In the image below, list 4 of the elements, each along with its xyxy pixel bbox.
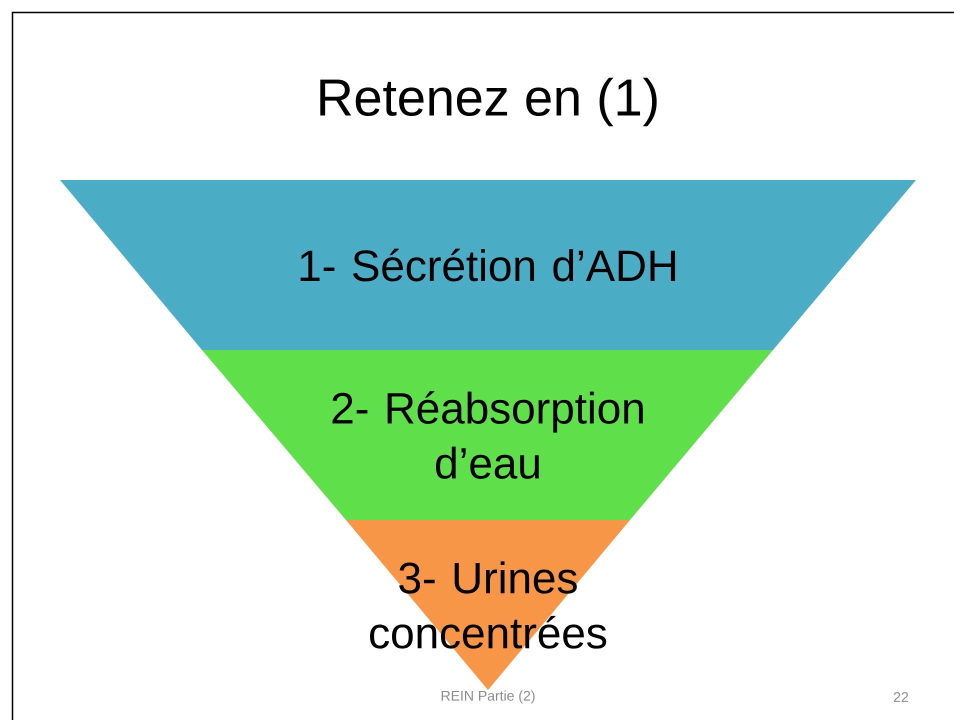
funnel-band: 2- Réabsorption d’eau (202, 350, 773, 520)
page-number: 22 (894, 692, 908, 702)
slide-title: Retenez en (1) (320, 78, 657, 126)
funnel-band: 1- Sécrétion d’ADH (60, 180, 916, 350)
